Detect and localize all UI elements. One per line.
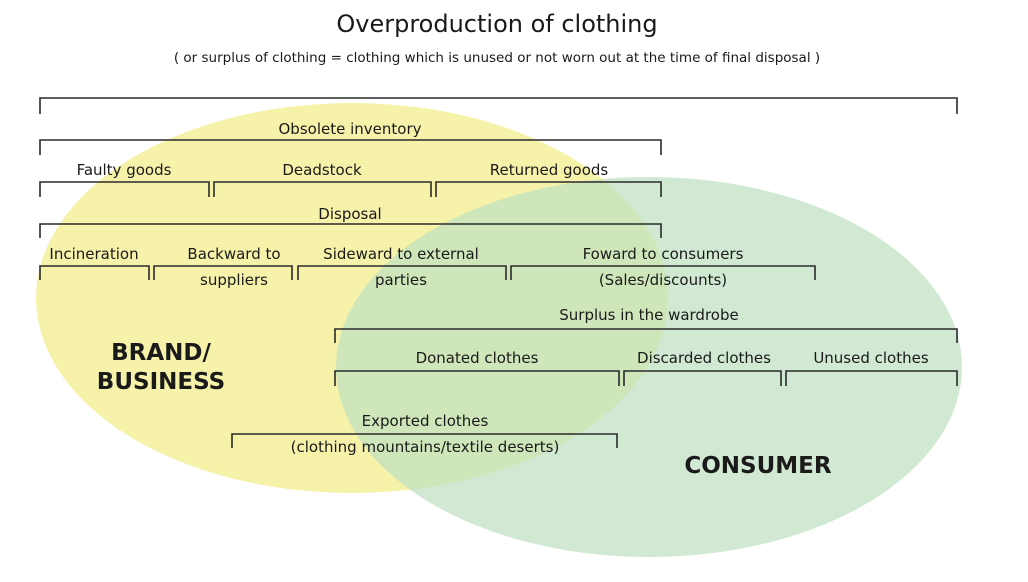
diagram-title: Overproduction of clothing: [336, 10, 657, 38]
disposal-bracket: [39, 223, 662, 238]
returned-goods-label: Returned goods: [490, 161, 609, 179]
incineration-bracket: [39, 265, 150, 280]
deadstock-label: Deadstock: [282, 161, 362, 179]
surplus-wardrobe-label: Surplus in the wardrobe: [559, 306, 738, 324]
incineration-label: Incineration: [49, 245, 138, 263]
faulty-goods-label: Faulty goods: [77, 161, 172, 179]
deadstock-bracket: [213, 181, 432, 197]
forward-bracket: [510, 265, 816, 280]
disposal-label: Disposal: [318, 205, 381, 223]
sideward-label-line-2: parties: [375, 271, 427, 289]
donated-clothes-bracket: [334, 370, 620, 386]
forward-label-line-1: Foward to consumers: [583, 245, 744, 263]
discarded-clothes-label: Discarded clothes: [637, 349, 771, 367]
sideward-label-line-1: Sideward to external: [323, 245, 479, 263]
exported-bracket: [231, 433, 618, 448]
surplus-wardrobe-bracket: [334, 328, 958, 343]
consumer-label: CONSUMER: [684, 453, 832, 479]
consumer-ellipse: [336, 177, 962, 557]
backward-label-line-1: Backward to: [187, 245, 280, 263]
backward-label-line-2: suppliers: [200, 271, 268, 289]
sideward-bracket: [297, 265, 507, 280]
unused-clothes-bracket: [785, 370, 958, 386]
obsolete-inventory-label: Obsolete inventory: [279, 120, 422, 138]
brand-label-line-2: BUSINESS: [97, 369, 225, 395]
exported-label-line-2: (clothing mountains/textile deserts): [291, 438, 560, 456]
brand-label-line-1: BRAND/: [111, 340, 211, 366]
discarded-clothes-bracket: [623, 370, 782, 386]
returned-goods-bracket: [435, 181, 662, 197]
donated-clothes-label: Donated clothes: [416, 349, 539, 367]
faulty-goods-bracket: [39, 181, 210, 197]
diagram-subtitle: ( or surplus of clothing = clothing whic…: [174, 50, 820, 66]
unused-clothes-label: Unused clothes: [813, 349, 929, 367]
overall-bracket: [39, 97, 958, 114]
forward-label-line-2: (Sales/discounts): [599, 271, 727, 289]
backward-bracket: [153, 265, 293, 280]
exported-label-line-1: Exported clothes: [362, 412, 489, 430]
obsolete-inventory-bracket: [39, 139, 662, 155]
